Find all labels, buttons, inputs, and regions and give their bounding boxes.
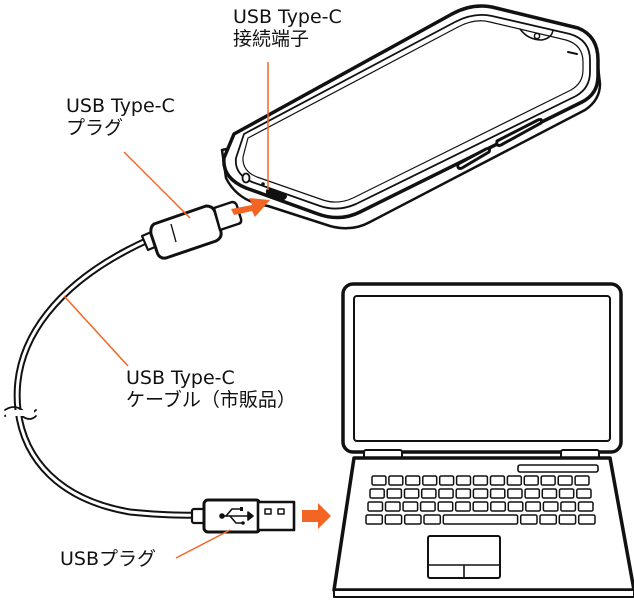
laptop-screen (353, 295, 611, 442)
keyboard-key (489, 488, 506, 499)
keyboard-key (388, 475, 404, 486)
keyboard-key (541, 488, 558, 499)
keyboard-key (455, 475, 472, 486)
keyboard-key (367, 501, 384, 512)
leader-lines (63, 62, 269, 559)
keyboard-key (557, 475, 573, 486)
keyboard-key (405, 475, 421, 486)
keyboard-key (542, 501, 559, 512)
usb-c-port (265, 188, 287, 200)
keyboard-key (371, 475, 387, 486)
label-usb-plug: USBプラグ (60, 548, 157, 570)
keyboard-key (560, 501, 577, 512)
keyboard-key (574, 475, 590, 486)
keyboard-key (506, 475, 523, 486)
arrow-to-laptop (302, 503, 331, 529)
usb-trident-icon (219, 507, 254, 525)
keyboard-key (519, 514, 538, 525)
keyboard-key (419, 501, 436, 512)
usb-a-plug (190, 498, 296, 534)
phone-notch (519, 28, 554, 41)
keyboard-key (386, 488, 403, 499)
phone-mic (261, 182, 265, 186)
keyboard-key (384, 501, 401, 512)
usb-c-plug (140, 200, 243, 260)
keyboard-key (402, 501, 419, 512)
keyboard-key (576, 488, 592, 499)
keyboard-key (558, 514, 577, 525)
keyboard-key (539, 514, 558, 525)
keyboard-key (420, 488, 437, 499)
cable-break-gap (6, 410, 34, 416)
keyboard-key (472, 475, 489, 486)
keyboard-key (524, 488, 541, 499)
plug-a-hole-1 (264, 508, 272, 515)
keyboard-key (525, 501, 542, 512)
keyboard-key (438, 488, 454, 499)
keyboard-key (540, 475, 556, 486)
keyboard-key (384, 514, 403, 525)
keyboard-key (442, 514, 519, 525)
arrows (231, 198, 331, 529)
keyboard-key (423, 514, 442, 525)
plug-c-tip (212, 200, 243, 232)
plug-c-ridge (170, 223, 177, 243)
plug-a-metal-shell (256, 500, 296, 532)
keyboard-key (523, 475, 539, 486)
phone-screen (242, 20, 584, 203)
keyboard-key (507, 488, 523, 499)
phone-power-button (495, 117, 544, 147)
keyboard-key (454, 501, 471, 512)
laptop (332, 282, 634, 598)
keyboard-key (438, 475, 455, 486)
keyboard-key (558, 488, 575, 499)
phone-camera (533, 32, 541, 40)
leader-plug-usb (175, 529, 231, 559)
keyboard-key (369, 488, 385, 499)
keyboard-key (403, 514, 422, 525)
keyboard-key (577, 514, 596, 525)
arrow-to-phone-port (231, 198, 270, 217)
keyboard-key (472, 501, 489, 512)
smartphone (220, 4, 602, 230)
keyboard-key (437, 501, 454, 512)
keyboard-key (455, 488, 472, 499)
leader-cable (63, 295, 129, 367)
keyboard-key (472, 488, 489, 499)
cable-wire-fill (15, 238, 202, 517)
phone-earpiece (567, 51, 578, 55)
phone-audio-jack (241, 172, 251, 184)
keyboard-key (490, 501, 507, 512)
laptop-vent (517, 464, 599, 473)
phone-volume-button (456, 146, 492, 170)
keyboard-key (422, 475, 438, 486)
laptop-base-edge (333, 589, 634, 598)
keyboard-key (507, 501, 524, 512)
keyboard-key (403, 488, 420, 499)
keyboard-key (365, 514, 384, 525)
usb-cable (4, 236, 204, 519)
phone-speaker (302, 207, 316, 215)
keyboard-key (577, 501, 594, 512)
leader-plug-c (123, 151, 191, 219)
plug-a-hole-2 (277, 508, 285, 515)
keyboard-key (489, 475, 506, 486)
laptop-keyboard (365, 475, 596, 525)
